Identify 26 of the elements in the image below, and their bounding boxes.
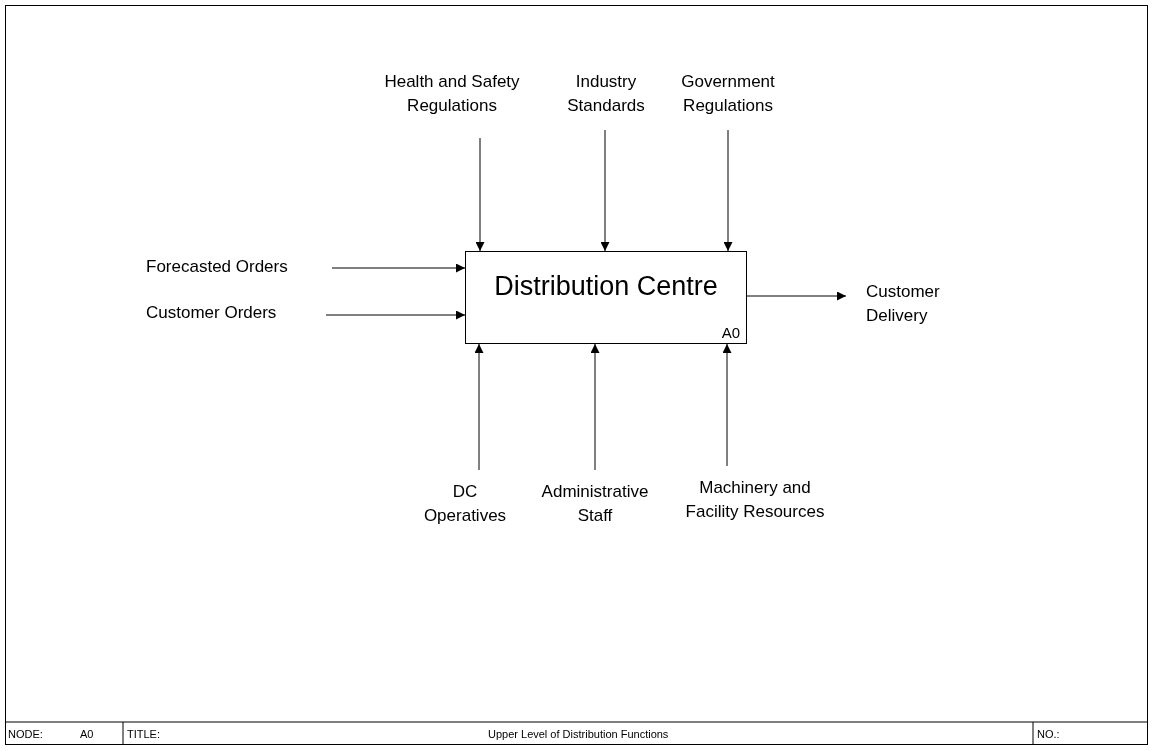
activity-box (465, 251, 747, 344)
field-label: NO.: (1037, 727, 1060, 741)
arrow-label: Government Regulations (668, 70, 788, 118)
arrow-label: Administrative Staff (528, 480, 662, 528)
arrow-label: Health and Safety Regulations (372, 70, 532, 118)
footer-text: Upper Level of Distribution Functions (488, 727, 669, 741)
arrow (325, 310, 466, 320)
arrow-label: Machinery and Facility Resources (672, 476, 838, 524)
arrow (600, 129, 610, 252)
arrow (722, 343, 732, 467)
arrow-label: Industry Standards (556, 70, 656, 118)
arrow-label: Forecasted Orders (146, 255, 316, 279)
activity-title: Distribution Centre (493, 270, 719, 302)
arrow (474, 343, 484, 471)
node-number: A0 (721, 324, 740, 342)
arrow (746, 291, 847, 301)
arrow (590, 343, 600, 471)
node-number: A0 (80, 727, 94, 741)
field-label: NODE: (8, 727, 43, 741)
arrow (331, 263, 466, 273)
arrow-label: Customer Orders (146, 301, 306, 325)
arrow-label: Customer Delivery (866, 280, 966, 328)
arrow (723, 129, 733, 252)
field-label: TITLE: (127, 727, 160, 741)
arrow (475, 137, 485, 252)
arrow-label: DC Operatives (410, 480, 520, 528)
